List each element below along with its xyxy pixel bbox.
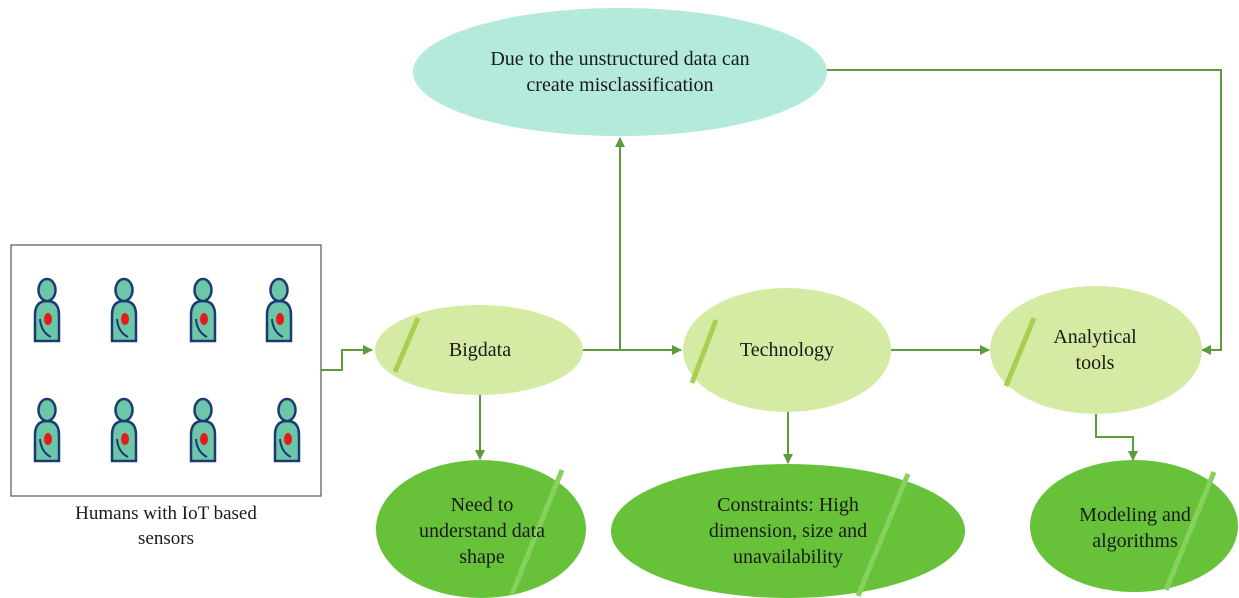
person-with-sensor-icon bbox=[110, 397, 138, 463]
person-with-sensor-icon bbox=[33, 397, 61, 463]
humans-box bbox=[10, 244, 322, 497]
connector-humans-to-bigdata bbox=[321, 345, 373, 371]
understand-label: Need to understand data shape bbox=[418, 494, 546, 568]
connectors bbox=[321, 69, 1222, 464]
bigdata-ellipse bbox=[375, 305, 583, 395]
modeling-label: Modeling and algorithms bbox=[1079, 504, 1191, 552]
person-with-sensor-icon bbox=[110, 277, 138, 343]
technology-label: Technology bbox=[739, 339, 835, 361]
constraints-ellipse bbox=[611, 464, 965, 598]
constraints-highlight bbox=[855, 473, 911, 597]
person-with-sensor-icon bbox=[273, 397, 301, 463]
unstructured-ellipse bbox=[413, 8, 827, 136]
analytical-ellipse bbox=[990, 286, 1202, 414]
understand-ellipse bbox=[376, 460, 586, 598]
person-with-sensor-icon bbox=[189, 397, 217, 463]
analytical-label: Analytical tools bbox=[1053, 326, 1137, 374]
humans-caption: Humans with IoT based sensors bbox=[75, 503, 257, 549]
connector-analytical-to-modeling bbox=[1095, 414, 1138, 461]
person-with-sensor-icon bbox=[189, 277, 217, 343]
understand-highlight bbox=[509, 469, 565, 595]
technology-ellipse bbox=[683, 288, 891, 412]
unstructured-label: Due to the unstructured data can create … bbox=[490, 48, 750, 96]
person-with-sensor-icon bbox=[265, 277, 293, 343]
constraints-label: Constraints: High dimension, size and un… bbox=[708, 494, 868, 568]
bigdata-label: Bigdata bbox=[448, 339, 512, 361]
analytical-highlight bbox=[1003, 317, 1037, 387]
modeling-highlight bbox=[1163, 471, 1217, 591]
person-with-sensor-icon bbox=[33, 277, 61, 343]
modeling-ellipse bbox=[1030, 460, 1238, 592]
bigdata-highlight bbox=[392, 317, 421, 373]
technology-highlight bbox=[689, 319, 719, 384]
connector-unstructured-to-analytical bbox=[826, 69, 1222, 355]
